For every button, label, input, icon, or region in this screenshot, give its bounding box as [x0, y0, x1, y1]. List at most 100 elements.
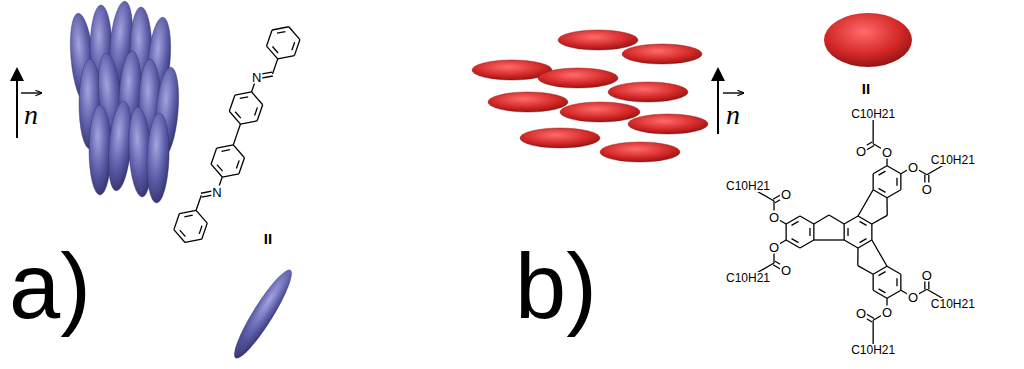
bond [872, 215, 887, 224]
bond [785, 224, 786, 240]
panel-label: a) [9, 240, 91, 332]
bond [858, 266, 873, 275]
bond [196, 210, 207, 223]
vector-overarrow [21, 92, 41, 93]
chain-label: C10H21 [850, 108, 896, 120]
bond [180, 230, 186, 236]
bond [179, 210, 196, 213]
disc-molecule [558, 30, 638, 50]
atom-label: O [780, 188, 792, 201]
chain-label: C10H21 [930, 298, 976, 310]
disc-molecule [560, 102, 640, 122]
disc-molecule [600, 142, 680, 162]
bond [829, 215, 844, 224]
bond [896, 178, 897, 186]
bond [289, 27, 300, 40]
bond [174, 230, 185, 243]
bond [873, 166, 887, 174]
vector-overarrow [723, 92, 743, 93]
bond [859, 221, 866, 225]
parallel-symbol: II [264, 231, 272, 246]
bond [222, 174, 239, 177]
director-arrow [717, 74, 719, 134]
single-disc [824, 13, 912, 67]
rod-molecules [67, 0, 182, 203]
director-arrow [16, 74, 18, 138]
bond [239, 158, 245, 174]
disc-molecule [622, 44, 702, 64]
bond [252, 92, 263, 105]
bond [273, 59, 278, 74]
bond [233, 145, 244, 158]
bond [217, 165, 223, 171]
bond [873, 266, 887, 274]
rod-molecule [145, 113, 170, 204]
bond [814, 215, 829, 224]
bond [229, 95, 235, 111]
rod-molecule [89, 105, 111, 195]
bond [873, 190, 887, 198]
bond [887, 190, 901, 198]
bond [886, 198, 888, 216]
bond [814, 239, 844, 240]
bond [844, 216, 858, 224]
bond [896, 278, 897, 286]
atom-label: O [855, 144, 867, 157]
bond [255, 107, 258, 115]
bond [277, 32, 285, 34]
bond [174, 214, 180, 230]
bond [900, 274, 901, 290]
bond [879, 171, 886, 175]
bond [871, 224, 872, 240]
bond [233, 124, 240, 145]
bond [786, 216, 800, 224]
bond [229, 111, 240, 124]
bond [202, 223, 208, 239]
disc-molecule [488, 92, 568, 112]
bond [873, 290, 887, 298]
bond [887, 290, 901, 298]
bond [847, 228, 848, 236]
atom-label: O [907, 291, 919, 304]
atom-label: O [907, 160, 919, 173]
bond [211, 164, 222, 177]
bond [267, 46, 278, 59]
chain-label: C10H21 [725, 272, 771, 284]
bond [272, 47, 278, 53]
bond [857, 248, 859, 266]
chain-label: C10H21 [930, 154, 976, 166]
atom-label: O [768, 211, 780, 224]
chain-label: C10H21 [850, 344, 896, 356]
bond [257, 105, 263, 121]
bond [199, 226, 202, 234]
disc-molecule [520, 128, 600, 148]
atom-label: O [768, 241, 780, 254]
bond [843, 224, 844, 240]
bond [292, 42, 295, 50]
bond [792, 239, 799, 243]
bond [859, 239, 866, 243]
bond [879, 272, 886, 276]
atom-label: O [780, 264, 792, 277]
bond [272, 27, 289, 30]
bond [235, 92, 252, 95]
bond [294, 40, 300, 56]
parallel-symbol: II [862, 81, 870, 96]
bond [278, 56, 295, 59]
bond [185, 239, 202, 242]
bond [211, 148, 217, 164]
bond [844, 240, 858, 248]
disc-molecules [472, 30, 708, 162]
bond [800, 240, 814, 248]
bond [792, 221, 799, 225]
bond [236, 160, 239, 168]
bond [872, 240, 887, 266]
bond [887, 266, 901, 274]
bond [809, 228, 810, 236]
bond [879, 188, 886, 192]
bond [879, 289, 886, 293]
bond [267, 30, 273, 46]
bond [240, 121, 257, 124]
bond [858, 240, 872, 248]
